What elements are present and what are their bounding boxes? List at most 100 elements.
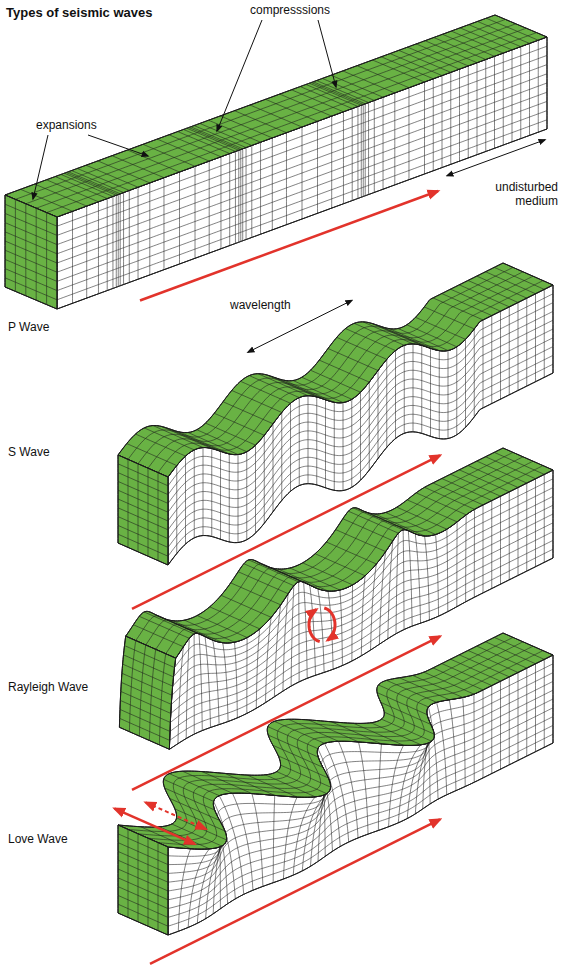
wave-blocks <box>5 15 553 935</box>
grid-line <box>118 878 168 900</box>
grid-line <box>425 487 475 509</box>
grid-line <box>300 87 352 109</box>
expansion-label: expansions <box>36 118 97 132</box>
grid-line <box>486 642 536 664</box>
grid-line <box>57 111 547 291</box>
grid-line <box>136 452 513 640</box>
grid-line <box>194 634 195 734</box>
side-grid <box>168 659 553 931</box>
end-face <box>5 195 57 309</box>
grid-line <box>486 457 536 479</box>
grid-line <box>188 433 238 455</box>
grid-line <box>451 31 503 53</box>
grid-line <box>306 84 358 106</box>
end-outline <box>118 455 168 565</box>
grid-line <box>118 887 168 909</box>
grid-line <box>256 629 259 708</box>
grid-line <box>26 24 516 204</box>
grid-line <box>128 150 180 172</box>
grid-line <box>210 607 260 629</box>
grid-line <box>5 250 57 272</box>
grid-line <box>68 172 120 194</box>
top-outline <box>126 448 553 658</box>
grid-line <box>55 177 107 199</box>
grid-line <box>231 583 281 605</box>
grid-line <box>340 590 343 666</box>
grid-line <box>187 128 239 150</box>
end-face <box>118 825 168 935</box>
grid-line <box>118 869 168 891</box>
grid-line <box>317 81 369 103</box>
grid-line <box>36 28 526 208</box>
grid-line <box>124 646 174 668</box>
grid-line <box>328 591 333 669</box>
grid-line <box>197 430 247 452</box>
grid-line <box>293 797 315 875</box>
grid-line <box>188 849 209 928</box>
grid-line <box>469 25 521 47</box>
grid-line <box>280 94 332 116</box>
wave-name: Rayleigh Wave <box>8 680 88 694</box>
grid-line <box>5 232 57 254</box>
top-grid <box>133 452 544 653</box>
grid-line <box>336 530 386 552</box>
grid-line <box>98 161 150 183</box>
grid-line <box>158 281 543 473</box>
particle-motion-arrow <box>309 609 320 641</box>
arrow-marks <box>33 20 545 964</box>
end-outline <box>118 825 168 935</box>
grid-line <box>57 55 547 235</box>
grid-line <box>220 116 272 138</box>
grid-line <box>61 174 113 196</box>
grid-line <box>252 794 263 887</box>
grid-line <box>246 638 247 714</box>
grid-line <box>290 568 340 590</box>
grid-line <box>120 718 170 740</box>
grid-line <box>468 280 518 302</box>
grid-line <box>298 582 299 682</box>
grid-line <box>459 655 509 677</box>
grid-line <box>123 664 173 686</box>
grid-line <box>143 144 195 166</box>
top-outline <box>118 633 553 849</box>
grid-line <box>118 490 168 512</box>
grid-line <box>486 272 536 294</box>
grid-line <box>459 285 509 307</box>
top-face <box>126 448 553 658</box>
grid-line <box>396 533 398 634</box>
wave-name: S Wave <box>8 445 50 459</box>
grid-line <box>118 860 168 882</box>
grid-line <box>486 18 538 40</box>
wavelength-label: wavelength <box>230 298 291 312</box>
grid-line <box>468 465 518 487</box>
grid-line <box>5 269 57 291</box>
grid-line <box>477 461 527 483</box>
grid-line <box>5 204 57 226</box>
grid-line <box>433 668 483 690</box>
grid-line <box>381 57 433 79</box>
grid-line <box>371 723 421 745</box>
grid-line <box>168 725 553 917</box>
span-arrow <box>447 140 545 176</box>
grid-line <box>433 298 483 320</box>
grid-line <box>378 685 428 707</box>
leader-arrow <box>217 20 262 131</box>
grid-line <box>139 616 189 638</box>
grid-line <box>331 722 381 744</box>
grid-line <box>378 744 381 831</box>
grid-line <box>284 380 334 402</box>
grid-line <box>5 223 57 245</box>
end-outline <box>5 195 57 309</box>
wave-block <box>5 15 547 309</box>
grid-line <box>267 375 317 397</box>
grid-line <box>353 508 403 530</box>
end-grid <box>5 199 57 304</box>
grid-line <box>442 664 492 686</box>
grid-line <box>278 569 328 591</box>
grid-line <box>478 21 530 43</box>
grid-line <box>346 329 396 351</box>
grid-line <box>265 775 315 797</box>
grid-line <box>120 700 170 722</box>
medium-label: undisturbed medium <box>470 180 558 208</box>
